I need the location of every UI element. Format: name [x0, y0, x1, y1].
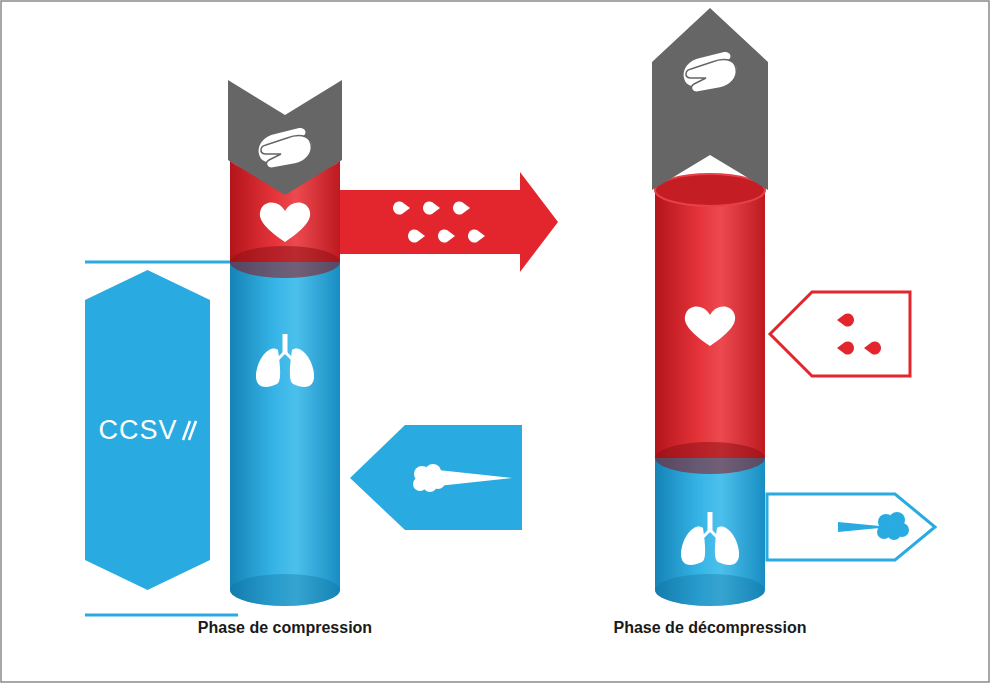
bracket-line — [85, 261, 232, 264]
decompression-cylinder — [655, 174, 765, 606]
lungs-icon — [681, 512, 739, 565]
push-arrow — [228, 80, 342, 195]
lungs-icon — [256, 334, 314, 387]
heart-icon — [685, 306, 735, 346]
hands-icon — [259, 128, 312, 168]
hands-icon — [684, 52, 737, 92]
air-out-arrow — [350, 425, 522, 530]
air-icon — [877, 512, 909, 540]
blood-in-arrow — [770, 292, 910, 376]
air-icon — [413, 464, 445, 492]
blood-out-arrow — [340, 172, 558, 272]
air-in-arrow — [767, 494, 935, 560]
phase-label: Phase de décompression — [614, 619, 807, 637]
droplets-icon — [837, 314, 881, 355]
logo-mark — [181, 418, 197, 442]
phase-label: Phase de compression — [198, 619, 372, 637]
air-tail — [438, 470, 512, 486]
compression-cylinder — [230, 141, 340, 606]
bracket-line — [85, 614, 238, 617]
logo-text: CCSV — [98, 415, 177, 446]
logo-hexagon: CCSV — [85, 270, 210, 590]
heart-icon — [260, 202, 310, 242]
release-arrow — [652, 8, 768, 190]
droplets-icon — [393, 202, 485, 243]
